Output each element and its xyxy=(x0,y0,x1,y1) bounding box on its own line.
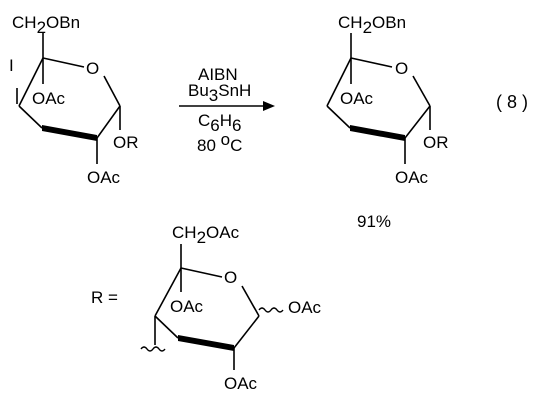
product-molecule: CH2OBn O OAc OR OAc 91% xyxy=(326,13,449,231)
product-ring-c2-c1 xyxy=(404,105,431,139)
reactant-ring-c4-c3 xyxy=(18,105,43,129)
r-group-oac-c1: OAc xyxy=(288,298,322,317)
reactant-ring-c5-c4 xyxy=(18,57,44,107)
r-group-anomeric-wavy-bond xyxy=(258,307,284,313)
equation-number: ( 8 ) xyxy=(496,92,528,112)
r-group-attachment-wavy xyxy=(140,346,166,352)
product-or-c1: OR xyxy=(423,133,449,152)
product-ring-oxygen: O xyxy=(395,59,408,78)
reactant-or-c1: OR xyxy=(113,133,139,152)
r-group-ring-front-bold xyxy=(178,335,234,351)
product-ring-c5-c4 xyxy=(326,57,352,107)
product-ch2obn-label: CH2OBn xyxy=(338,13,406,37)
r-group-ring-oxygen: O xyxy=(224,268,237,287)
product-oac-c2: OAc xyxy=(395,168,429,187)
reagent-aibn: AIBN xyxy=(198,65,238,84)
reactant-ring-c2-c1 xyxy=(96,105,121,139)
reaction-conditions: AIBN Bu3SnH C6H6 80 oC xyxy=(179,65,275,155)
product-ring-c4-c3 xyxy=(326,105,351,129)
r-group-oac-c4: OAc xyxy=(170,297,204,316)
product-ring-back xyxy=(350,57,393,68)
solvent-c6h6: C6H6 xyxy=(198,111,242,135)
r-group-ch2oac-label: CH2OAc xyxy=(172,223,240,247)
r-group-ring-c4-c3 xyxy=(154,315,179,339)
r-group-ring-c2-c1 xyxy=(233,315,260,349)
reactant-oac-c2: OAc xyxy=(87,168,121,187)
r-group-oac-c2: OAc xyxy=(224,374,258,393)
temperature-80c: 80 oC xyxy=(197,130,242,155)
product-ring-front-bold xyxy=(350,125,405,141)
r-group-ring-c5-c4 xyxy=(154,267,182,317)
reactant-ring-back xyxy=(42,57,85,68)
reactant-ring-o-c1 xyxy=(103,75,121,107)
r-group-ring-o-c1 xyxy=(241,285,260,317)
reactant-ch2obn-label: CH2OBn xyxy=(12,13,80,37)
reactant-ring-front-bold xyxy=(42,125,97,141)
reagent-bu3snh: Bu3SnH xyxy=(188,81,251,105)
r-group-label: R = xyxy=(91,288,118,307)
reactant-molecule: CH2OBn I O OAc OR OAc xyxy=(9,13,139,187)
reactant-oac-c4: OAc xyxy=(32,89,66,108)
reactant-ring-oxygen: O xyxy=(86,59,99,78)
reaction-arrow-head xyxy=(263,101,275,111)
product-ring-o-c1 xyxy=(412,75,431,107)
product-oac-c4: OAc xyxy=(340,89,374,108)
reactant-iodo-label: I xyxy=(9,56,14,75)
r-group-molecule: R = CH2OAc O OAc OAc OAc xyxy=(91,223,322,393)
product-yield: 91% xyxy=(357,212,391,231)
r-group-ring-back xyxy=(180,267,223,278)
